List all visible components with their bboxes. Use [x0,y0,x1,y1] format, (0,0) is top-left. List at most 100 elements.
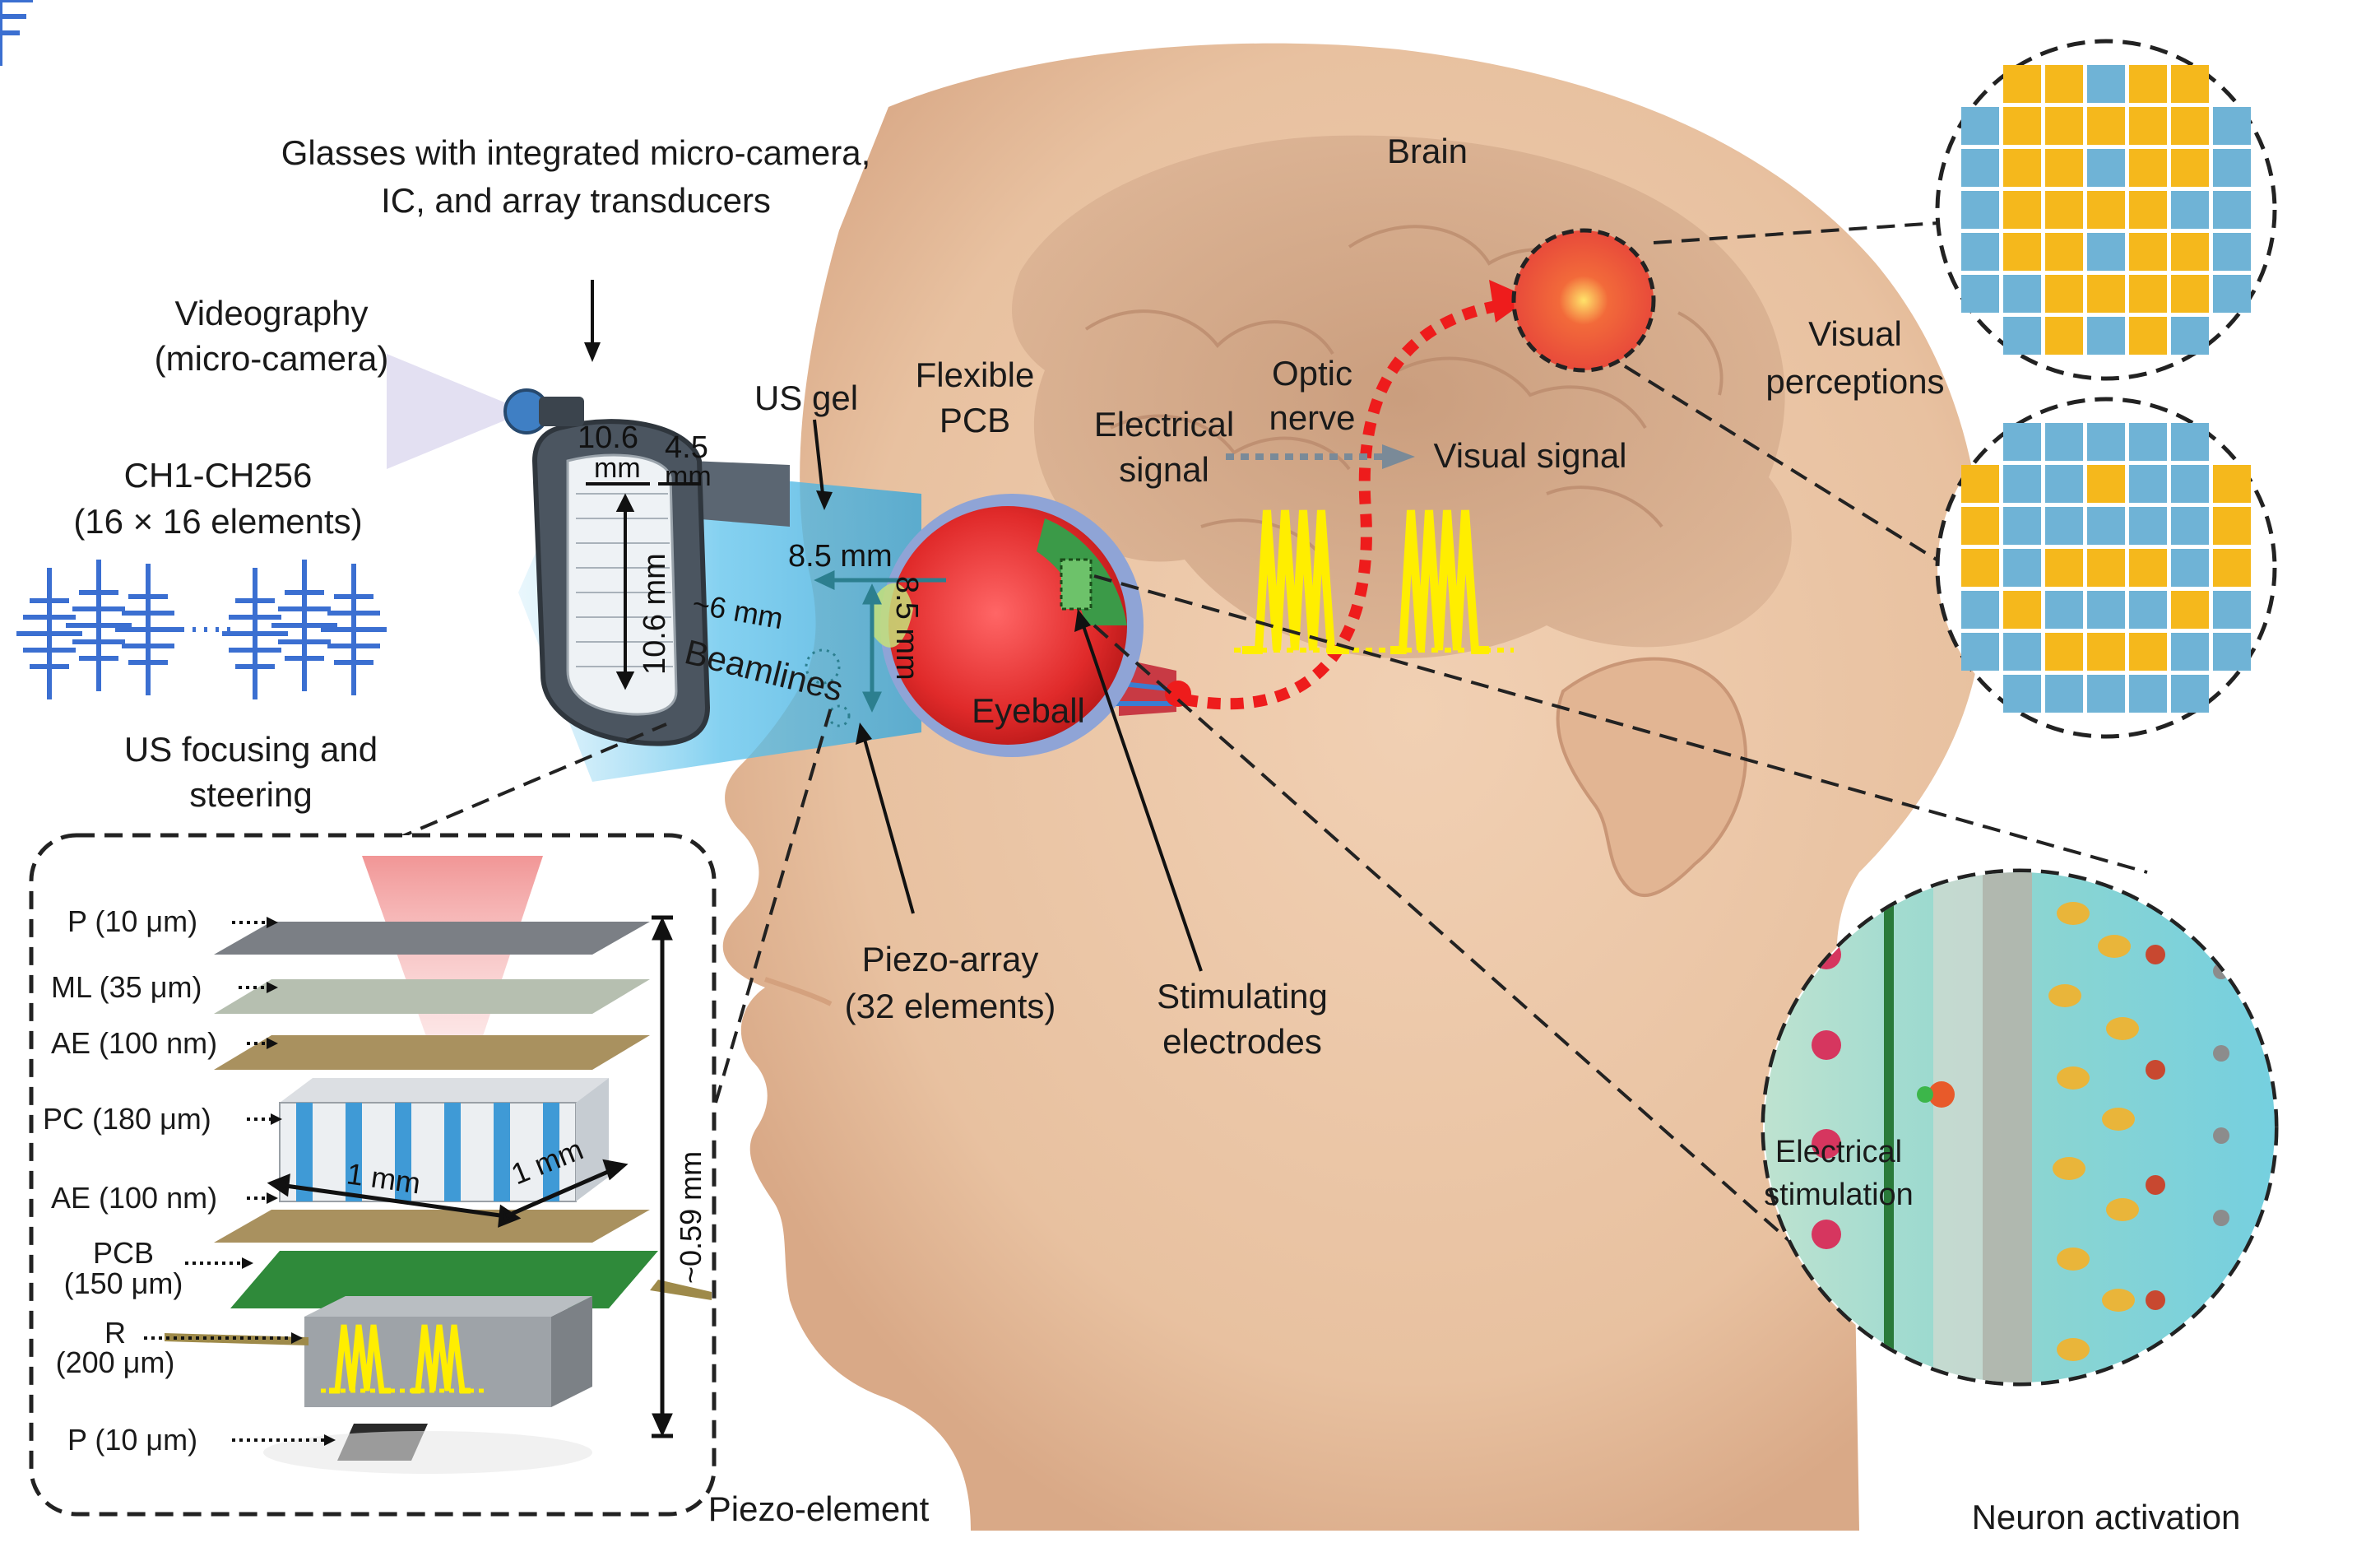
glasses: 10.6 mm 4.5 mm 10.6 mm [503,388,790,746]
layer-p-top [214,922,650,955]
flexible-pcb-label-line-2: PCB [939,401,1010,439]
pixel-off [2045,465,2083,503]
layer-label-pc: PC (180 μm) [43,1102,211,1136]
pixel-on [1961,507,1999,545]
pixel-off [2003,675,2041,713]
glasses-height-value: 10.6 mm [638,553,672,675]
pixel-off [1961,275,1999,313]
pixel-on [2045,191,2083,229]
perception-circle-1 [1935,39,2277,381]
pixel-on [2045,275,2083,313]
pixel-off [1961,591,1999,629]
piezo-element-inset: 1 mm 1 mm ~0.59 mm P (10 μm) ML (35 μm) … [29,707,833,1517]
layer-ae-bottom [214,1210,650,1243]
pixel-on [2003,191,2041,229]
glasses-label-line-2: IC, and array transducers [381,181,771,220]
electrical-stimulation-label-line-1: Electrical [1775,1135,1902,1169]
pixel-off [2003,633,2041,671]
perception-grid-1 [1961,65,2251,355]
pixel-on [2087,107,2125,145]
camera-light-cone [387,354,527,469]
pixel-off [2213,275,2251,313]
pixel-on [2129,65,2167,103]
layer-label-p-bottom: P (10 μm) [67,1423,197,1457]
pixel-on [2129,107,2167,145]
pixel-off [1961,233,1999,271]
layer-label-r-sub: (200 μm) [56,1345,175,1379]
pixel-off [2171,317,2209,355]
piezo-array-label-line-2: (32 elements) [845,987,1056,1025]
pixel-on [2171,107,2209,145]
pixel-on [2087,191,2125,229]
layer-label-pcb: PCB [93,1236,154,1270]
pixel-off [1961,191,1999,229]
pixel-off [2129,465,2167,503]
pixel-on [2129,317,2167,355]
pixel-on [2003,233,2041,271]
pixel-off [2087,507,2125,545]
pixel-off [2087,591,2125,629]
pcb-trace [650,1280,712,1300]
pixel-off [2087,423,2125,461]
pixel-off [2171,633,2209,671]
pixel-off [2045,423,2083,461]
eye-horizontal-value: 8.5 mm [788,539,893,574]
pixel-off [2003,317,2041,355]
pixel-on [2045,107,2083,145]
us-gel-label: US gel [754,379,858,417]
videography-label-line-1: Videography [174,294,368,332]
pixel-off [2213,233,2251,271]
pixel-off [2171,423,2209,461]
perception-grid-2 [1961,423,2251,713]
transducer-element-icon [0,0,387,699]
visual-signal-arrow [1226,444,1415,469]
glasses-depth-value: 4.5 [665,430,708,465]
layer-ae-top [214,1035,650,1070]
pixel-on [2213,507,2251,545]
pixel-off [2213,633,2251,671]
videography-label-line-2: (micro-camera) [155,339,389,378]
channels-label-line-1: CH1-CH256 [124,456,313,495]
signal-path-arrowhead [1489,280,1530,323]
pixel-off [2003,423,2041,461]
stack-total-value: ~0.59 mm [674,1151,708,1284]
pixel-off [2213,107,2251,145]
transducer-array-lens [566,453,678,716]
pixel-off [2045,507,2083,545]
pixel-on [2129,275,2167,313]
visual-perceptions-label-line-1: Visual [1808,314,1902,353]
visual-perceptions-label-line-2: perceptions [1765,362,1944,401]
pixel-off [2171,675,2209,713]
pixel-off [2003,275,2041,313]
glasses-depth-unit: mm [665,461,712,492]
layer-label-ae-top: AE (100 nm) [51,1026,217,1060]
neuron-connectors [1093,574,2148,1261]
pixel-on [2045,317,2083,355]
nose-shadow [764,977,833,1006]
signal-path [1183,299,1507,710]
focusing-label-line-1: US focusing and [124,730,378,769]
layer-label-r: R [104,1316,126,1350]
pixel-on [2213,465,2251,503]
brain-label: Brain [1387,132,1468,170]
pixel-off [2087,317,2125,355]
pixel-off [2003,465,2041,503]
pixel-on [2171,233,2209,271]
pixel-on [2003,149,2041,187]
pixel-off [2171,191,2209,229]
pixel-on [2129,549,2167,587]
pixel-on [2129,233,2167,271]
pixel-on [2129,149,2167,187]
pixel-off [2213,149,2251,187]
pixel-on [2129,191,2167,229]
neuron-cells [1812,902,2229,1361]
camera-icon [503,388,584,434]
channels-label-line-2: (16 × 16 elements) [73,502,362,541]
pixel-on [2087,465,2125,503]
piezo-waveform [321,1324,485,1394]
layer-pc [279,1078,609,1202]
pixel-on [2045,233,2083,271]
pixel-off [2003,507,2041,545]
pixel-off [1961,149,1999,187]
